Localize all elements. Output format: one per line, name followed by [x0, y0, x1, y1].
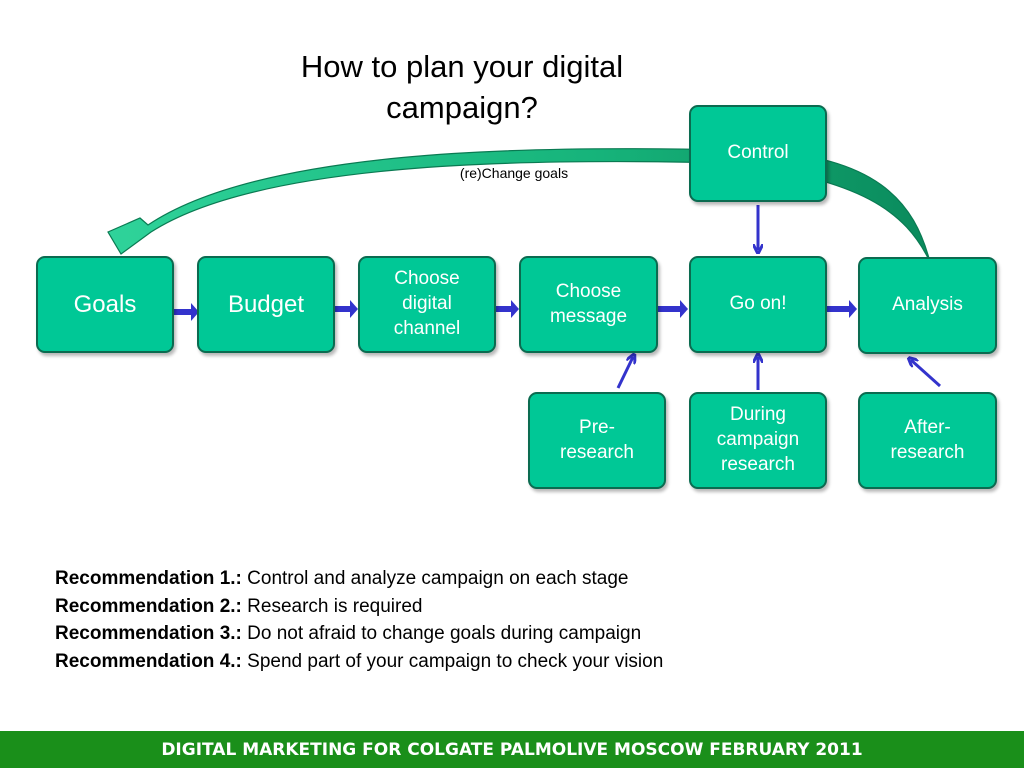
recommendation-4-text: Spend part of your campaign to check you… [247, 650, 664, 672]
node-goals: Goals [36, 256, 174, 353]
node-during-campaign-research-label: During campaign research [716, 404, 800, 475]
arrow-afterresearch-analysis [911, 360, 942, 388]
node-after-research-label: After-research [890, 416, 965, 463]
recommendation-3-text: Do not afraid to change goals during cam… [247, 623, 642, 644]
arrow-preresearch-message [616, 357, 633, 389]
node-during-campaign-research: During campaign research [689, 392, 827, 489]
node-analysis: Analysis [858, 257, 997, 354]
recommendation-1-text: Control and analyze campaign on each sta… [247, 568, 629, 589]
slide-title: How to plan your digital campaign? [300, 49, 624, 125]
recommendation-2: Recommendation 2.: Research is required [55, 593, 663, 621]
recommendation-4-label: Recommendation 4.: [55, 650, 242, 672]
recommendation-2-label: Recommendation 2.: [55, 595, 242, 617]
node-choose-digital-channel-label: Choose digital channel [393, 268, 461, 339]
recommendation-4: Recommendation 4.: Spend part of your ca… [55, 648, 663, 676]
node-control-label: Control [727, 142, 789, 164]
cycle-label: (re)Change goals [459, 165, 569, 181]
node-go-on: Go on! [689, 256, 827, 353]
node-after-research: After-research [858, 392, 997, 489]
recommendation-3-label: Recommendation 3.: [55, 623, 242, 644]
node-budget: Budget [197, 256, 335, 353]
node-choose-digital-channel: Choose digital channel [358, 256, 496, 353]
recommendation-1: Recommendation 1.: Control and analyze c… [55, 565, 663, 593]
footer-text: DIGITAL MARKETING FOR COLGATE PALMOLIVE … [161, 739, 863, 760]
recommendations-list: Recommendation 1.: Control and analyze c… [55, 565, 663, 675]
recommendation-2-text: Research is required [247, 595, 423, 617]
node-analysis-label: Analysis [892, 294, 963, 316]
node-go-on-label: Go on! [729, 293, 787, 315]
node-budget-label: Budget [227, 290, 305, 318]
node-pre-research: Pre-research [528, 392, 666, 489]
footer-bar: DIGITAL MARKETING FOR COLGATE PALMOLIVE … [0, 731, 1024, 768]
node-pre-research-label: Pre-research [560, 416, 634, 463]
recommendation-1-label: Recommendation 1.: [55, 568, 242, 589]
recommendation-3: Recommendation 3.: Do not afraid to chan… [55, 620, 663, 648]
node-choose-message: Choose message [519, 256, 658, 353]
node-goals-label: Goals [73, 290, 137, 318]
node-control: Control [689, 105, 827, 202]
node-choose-message-label: Choose message [549, 280, 628, 327]
